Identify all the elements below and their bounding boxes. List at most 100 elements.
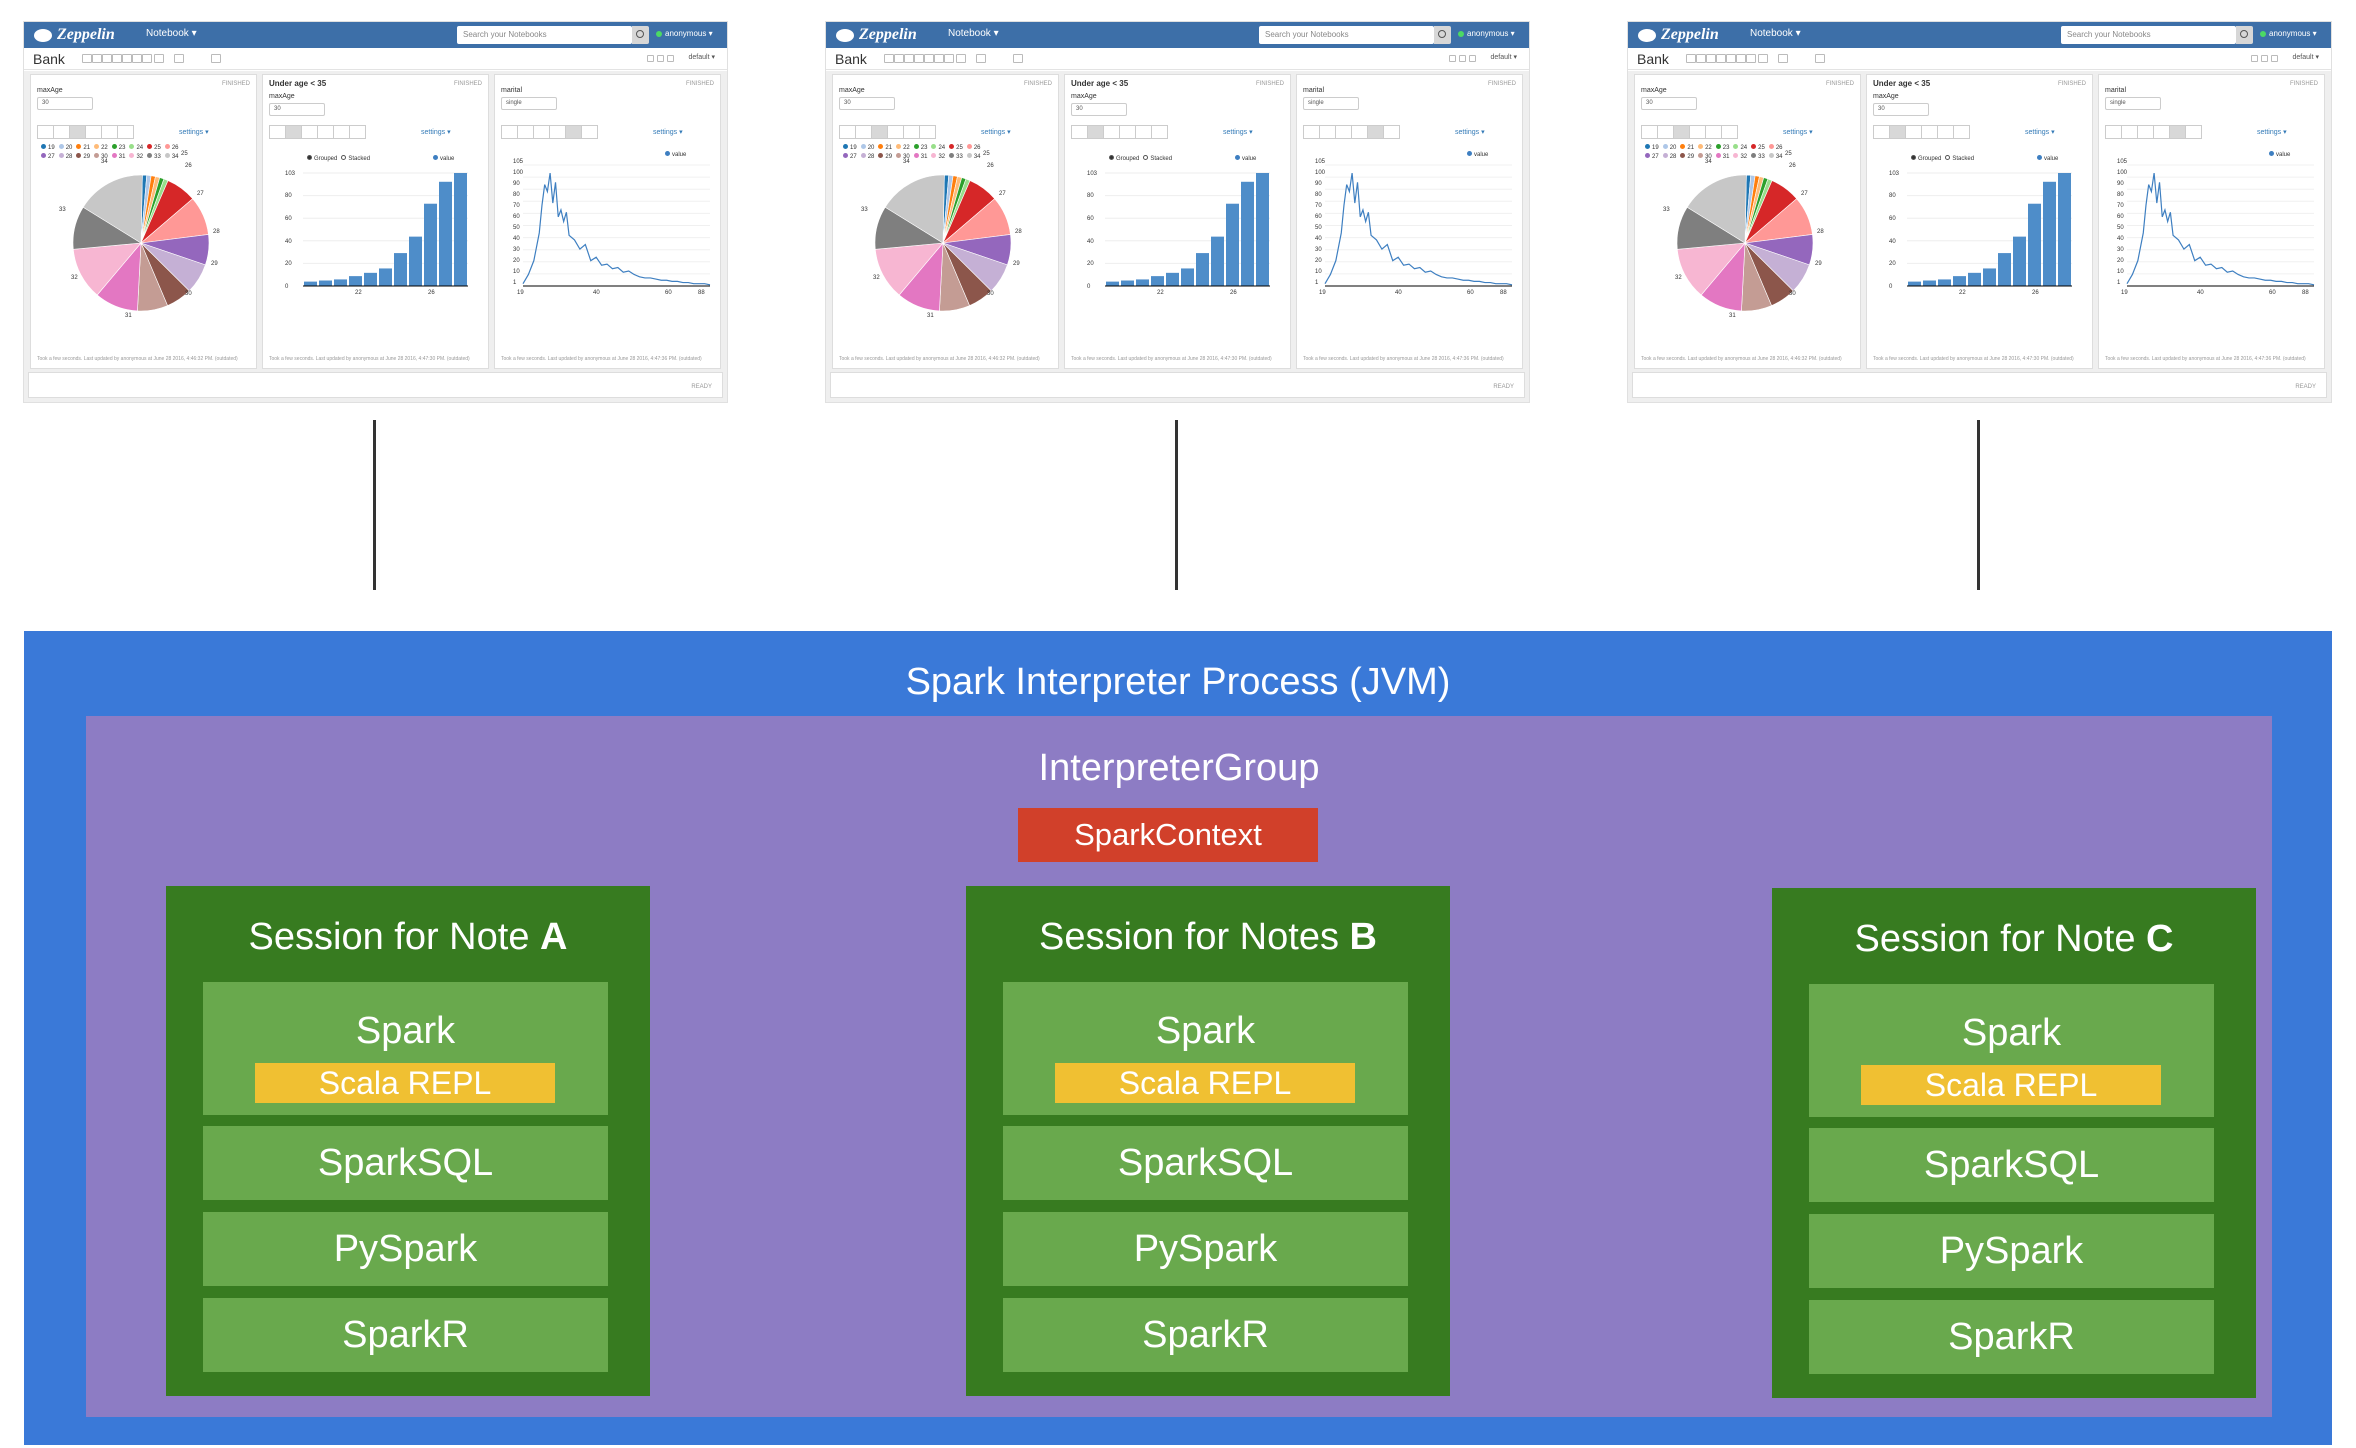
toolbar-action-icon[interactable] xyxy=(112,54,122,63)
settings-link[interactable]: settings ▾ xyxy=(421,129,451,136)
notebook-title[interactable]: Bank xyxy=(33,51,65,67)
legend-swatch[interactable] xyxy=(111,144,117,149)
chart-type-button[interactable] xyxy=(855,125,872,139)
user-menu[interactable]: anonymous ▾ xyxy=(2260,29,2317,38)
form-input[interactable]: 30 xyxy=(37,97,93,110)
legend-radio[interactable] xyxy=(1143,155,1149,160)
toolbar-action-icon[interactable] xyxy=(956,54,966,63)
legend-swatch[interactable] xyxy=(1662,144,1668,149)
legend-swatch[interactable] xyxy=(966,153,972,158)
legend-swatch[interactable] xyxy=(1768,153,1774,158)
legend-swatch[interactable] xyxy=(843,153,848,158)
toolbar-action-icon[interactable] xyxy=(1746,54,1756,63)
toolbar-action-icon[interactable] xyxy=(884,54,894,63)
chart-type-button[interactable] xyxy=(1873,125,1890,139)
chart-type-button[interactable] xyxy=(1351,125,1368,139)
legend-swatch[interactable] xyxy=(41,144,46,149)
settings-link[interactable]: settings ▾ xyxy=(981,129,1011,136)
toolbar-option-icon[interactable] xyxy=(1469,55,1476,62)
brand[interactable]: Zeppelin xyxy=(34,25,115,45)
legend-swatch[interactable] xyxy=(2269,151,2274,156)
chart-type-button[interactable] xyxy=(101,125,118,139)
chart-type-button[interactable] xyxy=(1103,125,1120,139)
chart-type-button[interactable] xyxy=(1367,125,1384,139)
legend-swatch[interactable] xyxy=(913,144,919,149)
toolbar-action-icon[interactable] xyxy=(1696,54,1706,63)
chart-type-button[interactable] xyxy=(1673,125,1690,139)
toolbar-action-icon[interactable] xyxy=(1716,54,1726,63)
chart-type-button[interactable] xyxy=(1119,125,1136,139)
settings-link[interactable]: settings ▾ xyxy=(1455,129,1485,136)
legend-swatch[interactable] xyxy=(1645,144,1650,149)
legend-swatch[interactable] xyxy=(1662,153,1668,158)
toolbar-action-icon[interactable] xyxy=(934,54,944,63)
legend-swatch[interactable] xyxy=(1733,153,1739,158)
legend-swatch[interactable] xyxy=(860,144,866,149)
toolbar-action-icon[interactable] xyxy=(976,54,986,63)
settings-link[interactable]: settings ▾ xyxy=(1783,129,1813,136)
settings-link[interactable]: settings ▾ xyxy=(2025,129,2055,136)
empty-paragraph[interactable]: READY xyxy=(1632,372,2327,398)
chart-type-button[interactable] xyxy=(1921,125,1938,139)
legend-swatch[interactable] xyxy=(966,144,972,149)
legend-swatch[interactable] xyxy=(1235,155,1240,160)
legend-swatch[interactable] xyxy=(931,144,937,149)
search-icon[interactable] xyxy=(1434,26,1451,44)
chart-type-button[interactable] xyxy=(2105,125,2122,139)
legend-swatch[interactable] xyxy=(94,153,100,158)
chart-type-button[interactable] xyxy=(1135,125,1152,139)
chart-type-button[interactable] xyxy=(117,125,134,139)
chart-type-button[interactable] xyxy=(1889,125,1906,139)
toolbar-action-icon[interactable] xyxy=(92,54,102,63)
legend-swatch[interactable] xyxy=(878,153,884,158)
legend-radio[interactable] xyxy=(1945,155,1951,160)
toolbar-option-icon[interactable] xyxy=(1449,55,1456,62)
legend-swatch[interactable] xyxy=(843,144,848,149)
notebook-title[interactable]: Bank xyxy=(1637,51,1669,67)
search-input[interactable]: Search your Notebooks xyxy=(457,26,632,44)
legend-swatch[interactable] xyxy=(1751,144,1757,149)
toolbar-action-icon[interactable] xyxy=(1706,54,1716,63)
toolbar-action-icon[interactable] xyxy=(1726,54,1736,63)
legend-swatch[interactable] xyxy=(1680,153,1686,158)
toolbar-action-icon[interactable] xyxy=(924,54,934,63)
legend-swatch[interactable] xyxy=(949,144,955,149)
chart-type-button[interactable] xyxy=(1705,125,1722,139)
chart-type-button[interactable] xyxy=(1335,125,1352,139)
user-menu[interactable]: anonymous ▾ xyxy=(1458,29,1515,38)
legend-swatch[interactable] xyxy=(58,153,64,158)
settings-link[interactable]: settings ▾ xyxy=(653,129,683,136)
legend-swatch[interactable] xyxy=(94,144,100,149)
legend-swatch[interactable] xyxy=(1698,153,1704,158)
toolbar-action-icon[interactable] xyxy=(914,54,924,63)
legend-swatch[interactable] xyxy=(896,153,902,158)
legend-swatch[interactable] xyxy=(41,153,46,158)
chart-type-button[interactable] xyxy=(1303,125,1320,139)
notebook-menu[interactable]: Notebook ▾ xyxy=(948,28,999,39)
chart-type-button[interactable] xyxy=(2153,125,2170,139)
toolbar-action-icon[interactable] xyxy=(1778,54,1788,63)
chart-type-button[interactable] xyxy=(565,125,582,139)
form-input[interactable]: single xyxy=(1303,97,1359,110)
chart-type-button[interactable] xyxy=(2169,125,2186,139)
legend-swatch[interactable] xyxy=(1733,144,1739,149)
legend-swatch[interactable] xyxy=(860,153,866,158)
search-input[interactable]: Search your Notebooks xyxy=(1259,26,1434,44)
chart-type-button[interactable] xyxy=(1383,125,1400,139)
chart-type-button[interactable] xyxy=(285,125,302,139)
toolbar-action-icon[interactable] xyxy=(102,54,112,63)
toolbar-action-icon[interactable] xyxy=(894,54,904,63)
toolbar-action-icon[interactable] xyxy=(142,54,152,63)
chart-type-button[interactable] xyxy=(501,125,518,139)
toolbar-action-icon[interactable] xyxy=(944,54,954,63)
chart-type-button[interactable] xyxy=(349,125,366,139)
chart-type-button[interactable] xyxy=(269,125,286,139)
toolbar-action-icon[interactable] xyxy=(122,54,132,63)
interpreter-binding[interactable]: default ▾ xyxy=(1490,54,1517,61)
interpreter-binding[interactable]: default ▾ xyxy=(688,54,715,61)
toolbar-action-icon[interactable] xyxy=(211,54,221,63)
toolbar-action-icon[interactable] xyxy=(82,54,92,63)
chart-type-button[interactable] xyxy=(333,125,350,139)
legend-swatch[interactable] xyxy=(164,144,170,149)
legend-swatch[interactable] xyxy=(665,151,670,156)
